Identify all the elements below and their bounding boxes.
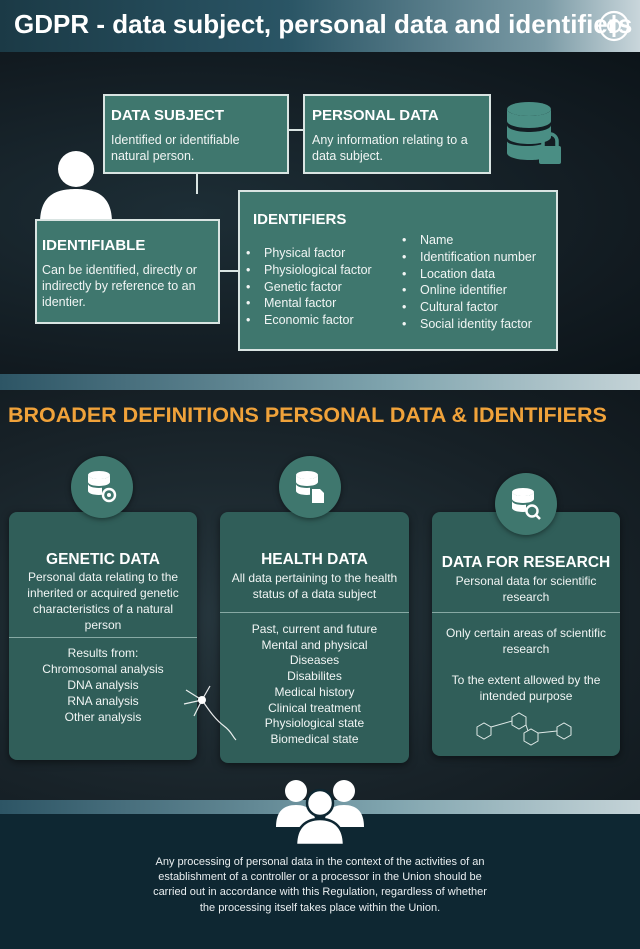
identifiers-list-right: Name Identification number Location data… bbox=[402, 232, 536, 333]
list-item: Economic factor bbox=[246, 312, 372, 329]
personal-data-box: PERSONAL DATA Any information relating t… bbox=[303, 94, 491, 174]
list-item: Physiological factor bbox=[246, 262, 372, 279]
genetic-data-card: GENETIC DATA Personal data relating to t… bbox=[9, 512, 197, 760]
list-item: Identification number bbox=[402, 249, 536, 266]
molecule-icon bbox=[462, 705, 592, 751]
list-item: Genetic factor bbox=[246, 279, 372, 296]
user-silhouette-icon bbox=[36, 145, 116, 225]
list-item: Name bbox=[402, 232, 536, 249]
divider-band bbox=[0, 374, 640, 390]
connector-line bbox=[219, 270, 239, 272]
section-title: BROADER DEFINITIONS PERSONAL DATA & IDEN… bbox=[8, 403, 607, 427]
logo-icon bbox=[598, 10, 630, 42]
database-search-icon bbox=[495, 473, 557, 535]
list-item: Cultural factor bbox=[402, 299, 536, 316]
genetic-data-title: GENETIC DATA bbox=[46, 551, 160, 568]
card-divider bbox=[9, 637, 197, 638]
genetic-data-results: Results from: Chromosomal analysis DNA a… bbox=[42, 646, 164, 724]
health-data-desc: All data pertaining to the health status… bbox=[231, 571, 398, 601]
connector-line bbox=[288, 129, 303, 131]
title-bar bbox=[0, 0, 640, 52]
research-data-note2: To the extent allowed by the intended pu… bbox=[451, 673, 601, 703]
page-title: GDPR - data subject, personal data and i… bbox=[14, 9, 633, 39]
identifiers-list-left: Physical factor Physiological factor Gen… bbox=[246, 245, 372, 329]
database-file-icon bbox=[279, 456, 341, 518]
people-group-icon bbox=[272, 777, 368, 847]
list-item: Online identifier bbox=[402, 282, 536, 299]
data-subject-text: Identified or identifiable natural perso… bbox=[111, 133, 240, 163]
health-data-items: Past, current and future Mental and phys… bbox=[251, 622, 378, 746]
health-data-card: HEALTH DATA All data pertaining to the h… bbox=[220, 512, 409, 763]
list-item: Mental factor bbox=[246, 295, 372, 312]
health-data-title: HEALTH DATA bbox=[261, 551, 368, 568]
identifiable-text: Can be identified, directly or indirectl… bbox=[42, 263, 197, 309]
card-divider bbox=[432, 612, 620, 613]
neuron-icon bbox=[180, 682, 240, 742]
identifiers-box: IDENTIFIERS Physical factor Physiologica… bbox=[238, 190, 558, 351]
research-data-desc: Personal data for scientific research bbox=[455, 574, 597, 604]
database-gear-icon bbox=[71, 456, 133, 518]
personal-data-title: PERSONAL DATA bbox=[312, 107, 439, 124]
list-item: Physical factor bbox=[246, 245, 372, 262]
footer-text: Any processing of personal data in the c… bbox=[153, 856, 487, 914]
data-subject-box: DATA SUBJECT Identified or identifiable … bbox=[103, 94, 289, 174]
research-data-note1: Only certain areas of scientific researc… bbox=[445, 626, 607, 656]
connector-line bbox=[196, 174, 198, 194]
data-subject-title: DATA SUBJECT bbox=[111, 107, 225, 124]
research-data-card: DATA FOR RESEARCH Personal data for scie… bbox=[432, 512, 620, 756]
genetic-data-desc: Personal data relating to the inherited … bbox=[27, 570, 179, 632]
identifiable-title: IDENTIFIABLE bbox=[42, 237, 146, 254]
list-item: Location data bbox=[402, 266, 536, 283]
research-data-title: DATA FOR RESEARCH bbox=[441, 554, 611, 571]
personal-data-text: Any information relating to a data subje… bbox=[312, 133, 468, 163]
identifiers-title: IDENTIFIERS bbox=[253, 211, 347, 228]
card-divider bbox=[220, 612, 409, 613]
list-item: Social identity factor bbox=[402, 316, 536, 333]
database-lock-icon bbox=[505, 100, 563, 168]
identifiable-box: IDENTIFIABLE Can be identified, directly… bbox=[35, 219, 220, 324]
